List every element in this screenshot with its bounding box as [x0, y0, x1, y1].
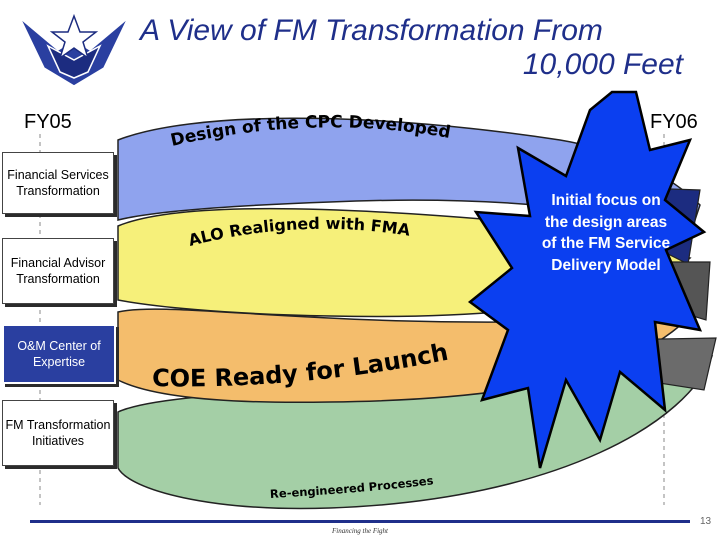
callout-text: Initial focus on the design areas of the…: [540, 190, 672, 276]
footer-rule: [30, 520, 690, 523]
footer-text: Financing the Fight: [0, 527, 720, 535]
page-number: 13: [700, 516, 711, 527]
